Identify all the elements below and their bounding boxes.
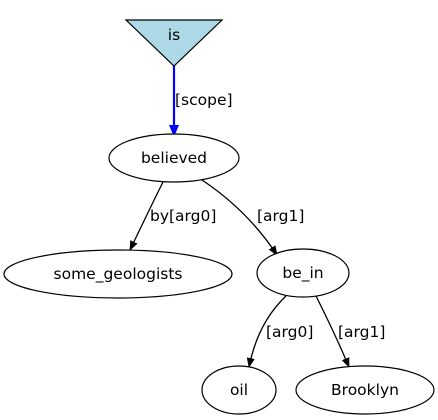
edge-line-arg1-be-in [315, 295, 350, 368]
edge-line-arg0-be-in [246, 295, 287, 368]
edge-believed-some-geologists: by[arg0] [129, 181, 216, 251]
node-shape-believed [108, 133, 240, 183]
edge-label-scope: [scope] [175, 91, 233, 109]
node-believed: believed [108, 133, 240, 183]
edge-be-in-oil: [arg0] [246, 295, 313, 368]
node-shape-brooklyn [295, 365, 435, 415]
edge-be-in-brooklyn: [arg1] [315, 295, 385, 368]
edge-believed-be-in: [arg1] [201, 179, 304, 256]
edge-line-arg1-believed [201, 179, 278, 256]
edge-label-arg1-believed: [arg1] [257, 207, 304, 225]
node-label-some-geologists: some_geologists [54, 265, 183, 284]
edge-label-arg0-be-in: [arg0] [266, 323, 313, 341]
node-shape-some-geologists [3, 249, 233, 299]
edge-label-arg1-be-in: [arg1] [338, 323, 385, 341]
node-some-geologists: some_geologists [3, 249, 233, 299]
node-be-in: be_in [256, 248, 350, 298]
edge-line-by-arg0 [129, 181, 164, 251]
node-is: is [124, 19, 224, 67]
node-oil: oil [201, 365, 277, 415]
node-brooklyn: Brooklyn [295, 365, 435, 415]
node-label-be-in: be_in [282, 264, 323, 283]
node-shape-oil [201, 365, 277, 415]
node-label-brooklyn: Brooklyn [331, 381, 399, 399]
edge-label-by-arg0: by[arg0] [150, 207, 216, 225]
node-label-is: is [168, 26, 180, 44]
node-shape-be-in [256, 248, 350, 298]
node-label-believed: believed [141, 149, 207, 167]
root-triangle [124, 19, 224, 67]
edge-is-believed: [scope] [169, 66, 233, 137]
node-label-oil: oil [230, 381, 248, 399]
